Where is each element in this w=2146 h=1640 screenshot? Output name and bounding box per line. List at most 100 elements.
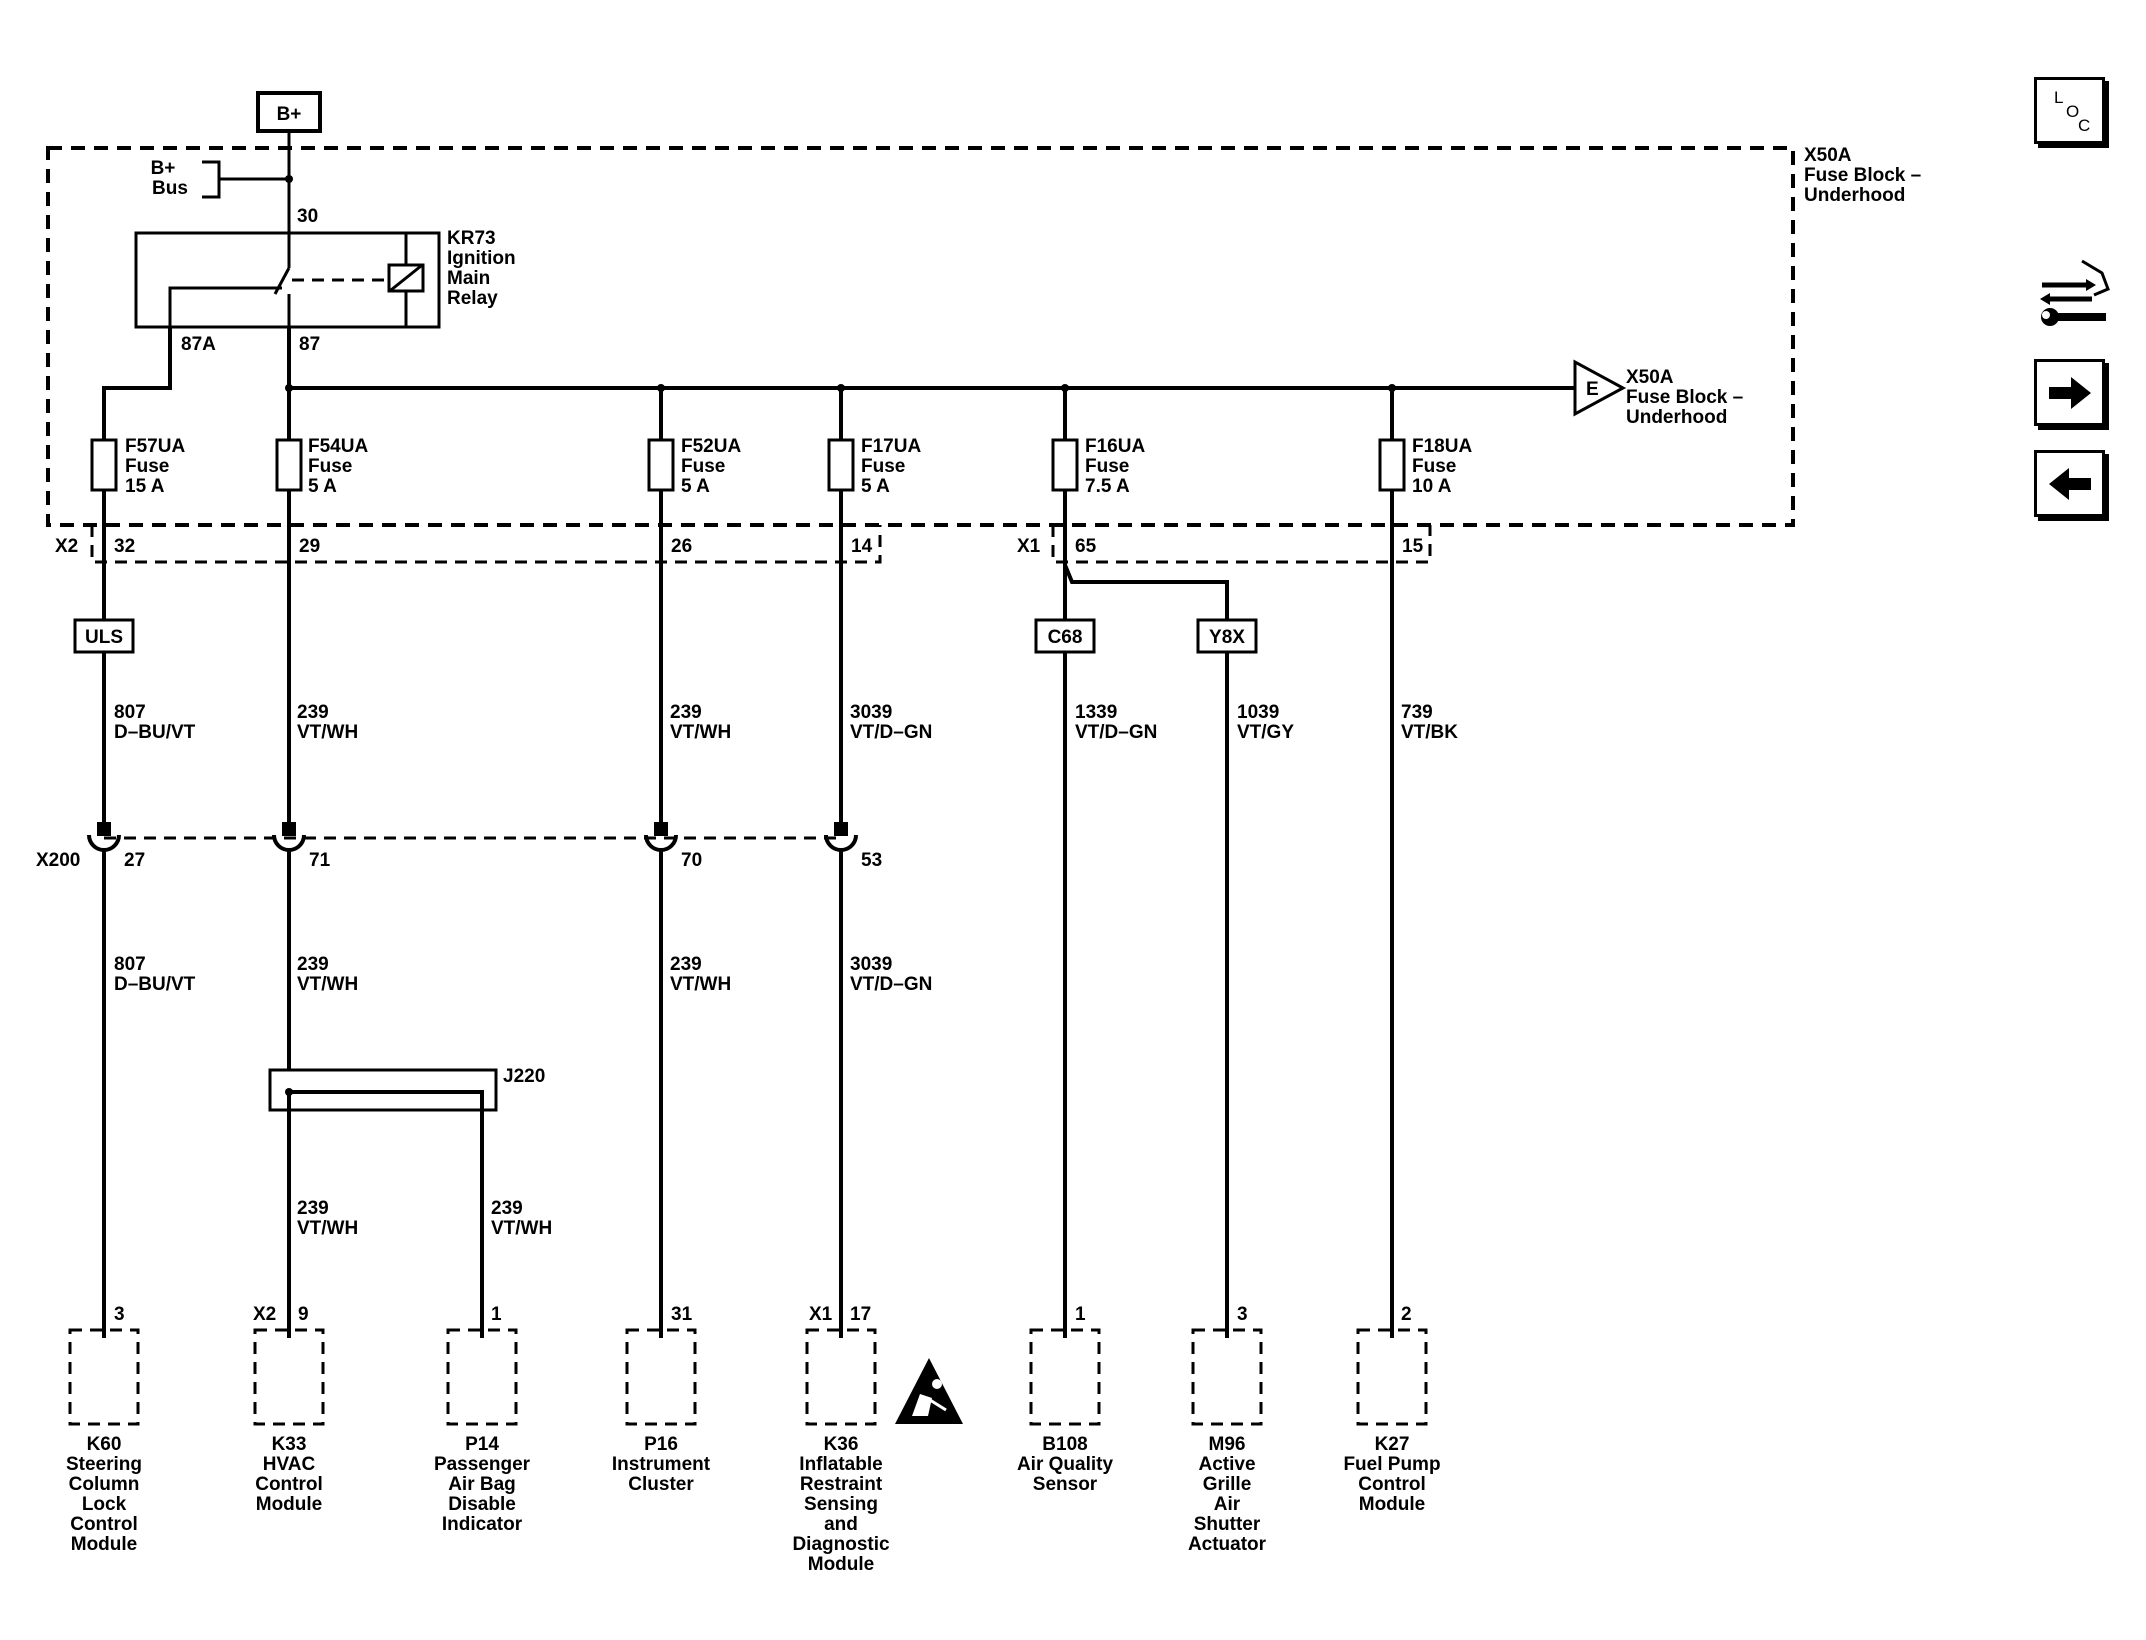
svg-text:F17UA: F17UA [861, 436, 921, 457]
component-k36: X1 17 K36 Inflatable Restraint Sensing a… [792, 1304, 890, 1575]
svg-text:3: 3 [114, 1304, 125, 1325]
svg-text:7.5 A: 7.5 A [1085, 476, 1130, 497]
arrow-right-icon [2048, 376, 2091, 409]
connector-e-line3: Underhood [1626, 407, 1727, 428]
svg-text:K60: K60 [87, 1434, 122, 1455]
svg-text:F16UA: F16UA [1085, 436, 1145, 457]
option-c68-label: C68 [1048, 627, 1083, 648]
svg-text:Shutter: Shutter [1194, 1514, 1261, 1535]
svg-text:3: 3 [1237, 1304, 1248, 1325]
fuse-f17ua: F17UA Fuse 5 A [827, 436, 921, 497]
wiring-connector-icon[interactable] [2036, 255, 2116, 341]
svg-text:L: L [2054, 88, 2063, 107]
component-k33: X2 9 K33 HVAC Control Module [253, 1304, 325, 1515]
svg-text:Control: Control [255, 1474, 323, 1495]
b-plus-label: B+ [277, 104, 302, 125]
svg-text:X2: X2 [253, 1304, 276, 1325]
svg-text:M96: M96 [1209, 1434, 1246, 1455]
x200-pin-53: 53 [861, 850, 882, 871]
svg-text:3039: 3039 [850, 954, 892, 975]
svg-text:239: 239 [670, 954, 702, 975]
x200-pin-70: 70 [681, 850, 702, 871]
svg-text:C: C [2078, 116, 2090, 135]
svg-text:Active: Active [1198, 1454, 1255, 1475]
previous-button[interactable] [2034, 450, 2105, 517]
fuse-f57ua: F57UA Fuse 15 A [90, 436, 185, 497]
svg-text:5 A: 5 A [681, 476, 710, 497]
svg-text:VT/D–GN: VT/D–GN [850, 974, 932, 995]
fuse-block-name: X50A [1804, 145, 1852, 166]
x2-pin-32: 32 [114, 536, 135, 557]
bus-bracket [202, 160, 221, 199]
svg-text:Fuel Pump: Fuel Pump [1343, 1454, 1440, 1475]
relay-pin-87: 87 [299, 334, 320, 355]
fuse-f54ua: F54UA Fuse 5 A [275, 436, 368, 497]
relay-name: KR73 [447, 228, 496, 249]
svg-text:1039: 1039 [1237, 702, 1279, 723]
svg-text:F52UA: F52UA [681, 436, 741, 457]
connector-e-arrow [1573, 359, 1627, 417]
svg-text:17: 17 [850, 1304, 871, 1325]
splice-j220-name: J220 [503, 1066, 545, 1087]
svg-text:Column: Column [69, 1474, 140, 1495]
svg-text:9: 9 [298, 1304, 309, 1325]
connector-e-letter: E [1586, 379, 1599, 400]
svg-text:Steering: Steering [66, 1454, 142, 1475]
fuse-block-boundary [46, 146, 1795, 527]
svg-text:Instrument: Instrument [612, 1454, 711, 1475]
svg-text:P14: P14 [465, 1434, 499, 1455]
svg-text:VT/WH: VT/WH [670, 974, 731, 995]
svg-text:239: 239 [297, 954, 329, 975]
svg-text:D–BU/VT: D–BU/VT [114, 722, 196, 743]
next-button[interactable] [2034, 359, 2105, 426]
fuse-block-line3: Underhood [1804, 185, 1905, 206]
svg-text:Passenger: Passenger [434, 1454, 531, 1475]
svg-text:VT/D–GN: VT/D–GN [850, 722, 932, 743]
svg-text:Fuse: Fuse [861, 456, 905, 477]
relay-line3: Main [447, 268, 490, 289]
svg-text:807: 807 [114, 702, 146, 723]
svg-text:P16: P16 [644, 1434, 678, 1455]
svg-text:239: 239 [297, 702, 329, 723]
x200-pin-71: 71 [309, 850, 331, 871]
x200-terminals [87, 822, 858, 852]
svg-text:Actuator: Actuator [1188, 1534, 1267, 1555]
option-uls-label: ULS [85, 627, 123, 648]
svg-text:Inflatable: Inflatable [799, 1454, 882, 1475]
svg-text:K36: K36 [824, 1434, 859, 1455]
relay-pin-87a: 87A [181, 334, 216, 355]
svg-text:K33: K33 [272, 1434, 307, 1455]
svg-text:Disable: Disable [448, 1494, 516, 1515]
svg-text:1339: 1339 [1075, 702, 1117, 723]
relay-line2: Ignition [447, 248, 516, 269]
svg-text:5 A: 5 A [861, 476, 890, 497]
svg-text:Control: Control [70, 1514, 138, 1535]
loc-icon: L O C [2054, 88, 2090, 135]
component-b108: 1 B108 Air Quality Sensor [1017, 1304, 1114, 1495]
component-p14: 1 P14 Passenger Air Bag Disable Indicato… [434, 1304, 531, 1535]
svg-text:B108: B108 [1042, 1434, 1087, 1455]
svg-text:739: 739 [1401, 702, 1433, 723]
relay-line4: Relay [447, 288, 498, 309]
svg-text:K27: K27 [1375, 1434, 1410, 1455]
loc-button[interactable]: L O C [2034, 77, 2105, 144]
svg-text:239: 239 [491, 1198, 523, 1219]
svg-text:X1: X1 [809, 1304, 833, 1325]
x2-pin-29: 29 [299, 536, 320, 557]
svg-text:VT/WH: VT/WH [297, 974, 358, 995]
relay-pin-30: 30 [297, 206, 318, 227]
svg-text:15 A: 15 A [125, 476, 165, 497]
svg-text:Air Bag: Air Bag [448, 1474, 516, 1495]
fuse-f52ua: F52UA Fuse 5 A [647, 436, 741, 497]
svg-text:239: 239 [670, 702, 702, 723]
fuse-f18ua: F18UA Fuse 10 A [1378, 436, 1472, 497]
component-p16: 31 P16 Instrument Cluster [612, 1304, 711, 1495]
svg-text:VT/WH: VT/WH [491, 1218, 552, 1239]
svg-text:Indicator: Indicator [442, 1514, 523, 1535]
svg-text:Lock: Lock [82, 1494, 127, 1515]
fuse-f16ua: F16UA Fuse 7.5 A [1051, 436, 1145, 497]
svg-text:VT/WH: VT/WH [297, 1218, 358, 1239]
svg-text:Cluster: Cluster [628, 1474, 694, 1495]
bus-label-bottom: Bus [152, 178, 188, 199]
connector-x1-outline [1051, 525, 1432, 564]
